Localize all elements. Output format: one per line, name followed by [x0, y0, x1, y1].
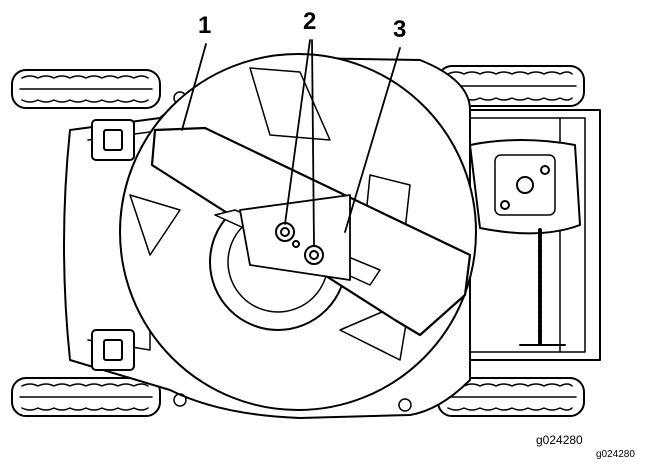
transmission — [469, 139, 581, 347]
blade-bolts — [275, 222, 324, 265]
figure-id-outer: g024280 — [596, 449, 635, 460]
figure-id-inner: g024280 — [536, 433, 583, 447]
callout-leaders — [181, 39, 401, 247]
callout-1: 1 — [198, 12, 212, 39]
wheel-rear-right — [437, 377, 585, 417]
callout-3: 3 — [393, 16, 407, 43]
wheel-front-left — [11, 69, 161, 109]
wheel-rear-left — [11, 377, 161, 417]
callout-2: 2 — [303, 8, 317, 35]
axle-brackets-left — [91, 119, 135, 371]
